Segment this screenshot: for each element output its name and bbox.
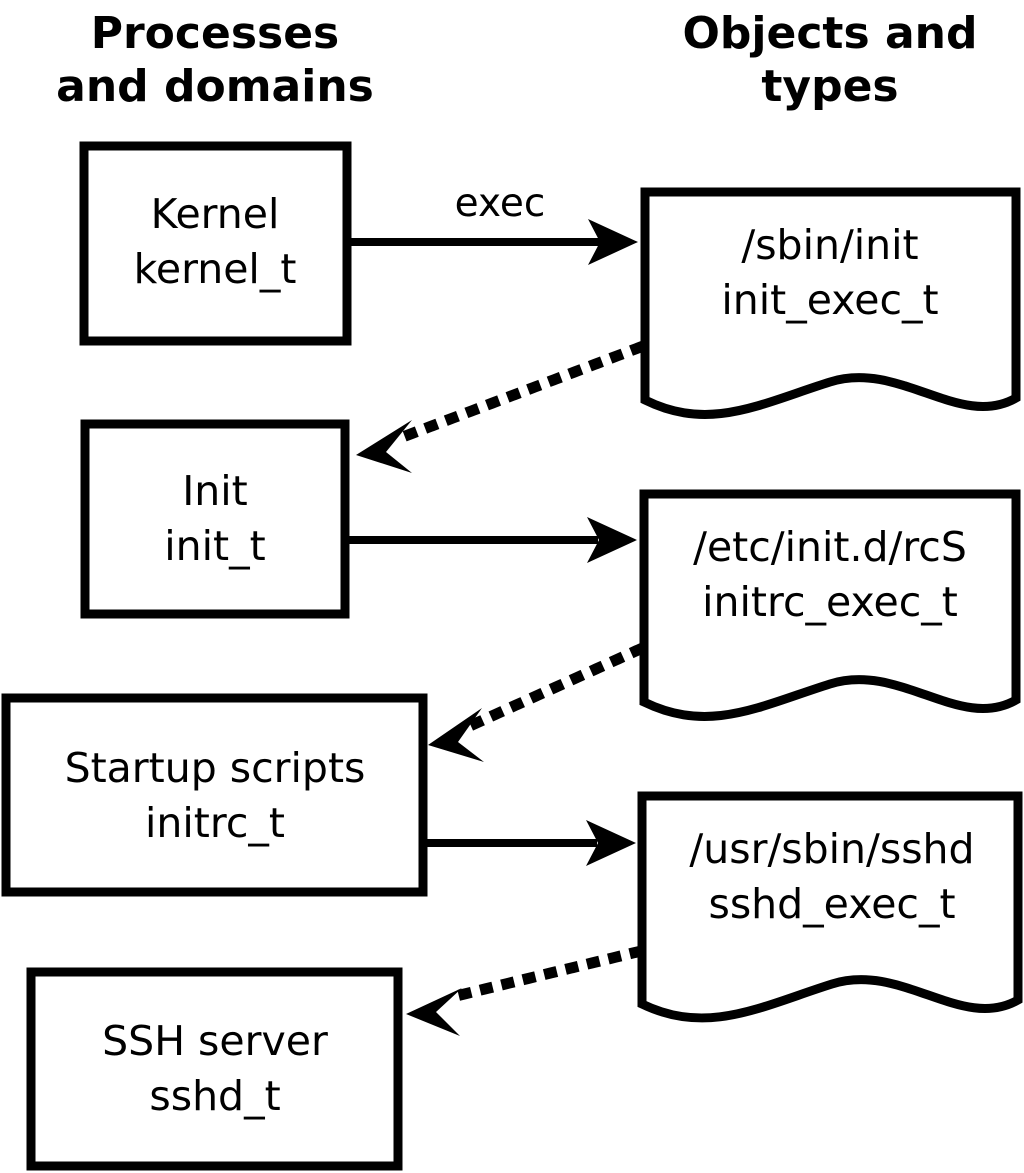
node-type: sshd_exec_t [708, 880, 955, 928]
edge-line [445, 945, 644, 1004]
node-label: Kernel [151, 190, 280, 238]
edge-line [464, 642, 646, 733]
arrowhead-icon [428, 708, 484, 762]
arrowhead-icon [406, 988, 462, 1036]
node-type: initrc_exec_t [702, 578, 958, 626]
edge-transition-init [356, 340, 646, 473]
document-shape[interactable] [637, 791, 1023, 1023]
node-box[interactable] [1, 693, 428, 897]
arrowhead-icon [588, 219, 638, 265]
node-label: SSH server [102, 1017, 328, 1065]
process-node-initrc[interactable]: Startup scripts initrc_t [1, 693, 428, 897]
node-box[interactable] [80, 419, 350, 619]
column-heading-right: Objects and types [683, 8, 978, 112]
document-shape[interactable] [640, 187, 1021, 419]
document-shape[interactable] [639, 489, 1021, 721]
edge-transition-initrc [428, 642, 646, 762]
right-heading-line2: types [761, 61, 898, 112]
node-type: kernel_t [134, 245, 297, 293]
process-node-sshd[interactable]: SSH server sshd_t [26, 967, 403, 1171]
node-label: Init [182, 467, 248, 515]
node-type: sshd_t [149, 1072, 280, 1120]
node-box[interactable] [79, 141, 352, 346]
process-node-init[interactable]: Init init_t [80, 419, 350, 619]
left-heading-line1: Processes [91, 8, 340, 59]
node-type: initrc_t [145, 799, 285, 847]
edge-initrc-exec-sshd [427, 820, 636, 866]
node-label: /etc/init.d/rcS [693, 523, 967, 571]
arrowhead-icon [586, 820, 636, 866]
node-label: /usr/sbin/sshd [689, 825, 974, 873]
node-type: init_t [164, 522, 265, 570]
object-node-init-exec[interactable]: /sbin/init init_exec_t [640, 187, 1021, 419]
right-heading-line1: Objects and [683, 8, 978, 59]
left-heading-line2: and domains [56, 61, 374, 112]
edge-init-exec-initrc [349, 517, 637, 563]
node-type: init_exec_t [721, 276, 938, 324]
edge-label-exec: exec [455, 181, 546, 226]
object-node-sshd-exec[interactable]: /usr/sbin/sshd sshd_exec_t [637, 791, 1023, 1023]
edge-transition-sshd [406, 945, 644, 1036]
arrowhead-icon [587, 517, 637, 563]
node-box[interactable] [26, 967, 403, 1171]
process-node-kernel[interactable]: Kernel kernel_t [79, 141, 352, 346]
node-label: /sbin/init [741, 221, 918, 269]
object-node-initrc-exec[interactable]: /etc/init.d/rcS initrc_exec_t [639, 489, 1021, 721]
node-label: Startup scripts [65, 744, 366, 792]
edge-line [392, 340, 646, 446]
column-heading-left: Processes and domains [56, 8, 374, 112]
edge-kernel-exec-init: exec [350, 181, 638, 265]
arrowhead-icon [356, 420, 412, 473]
